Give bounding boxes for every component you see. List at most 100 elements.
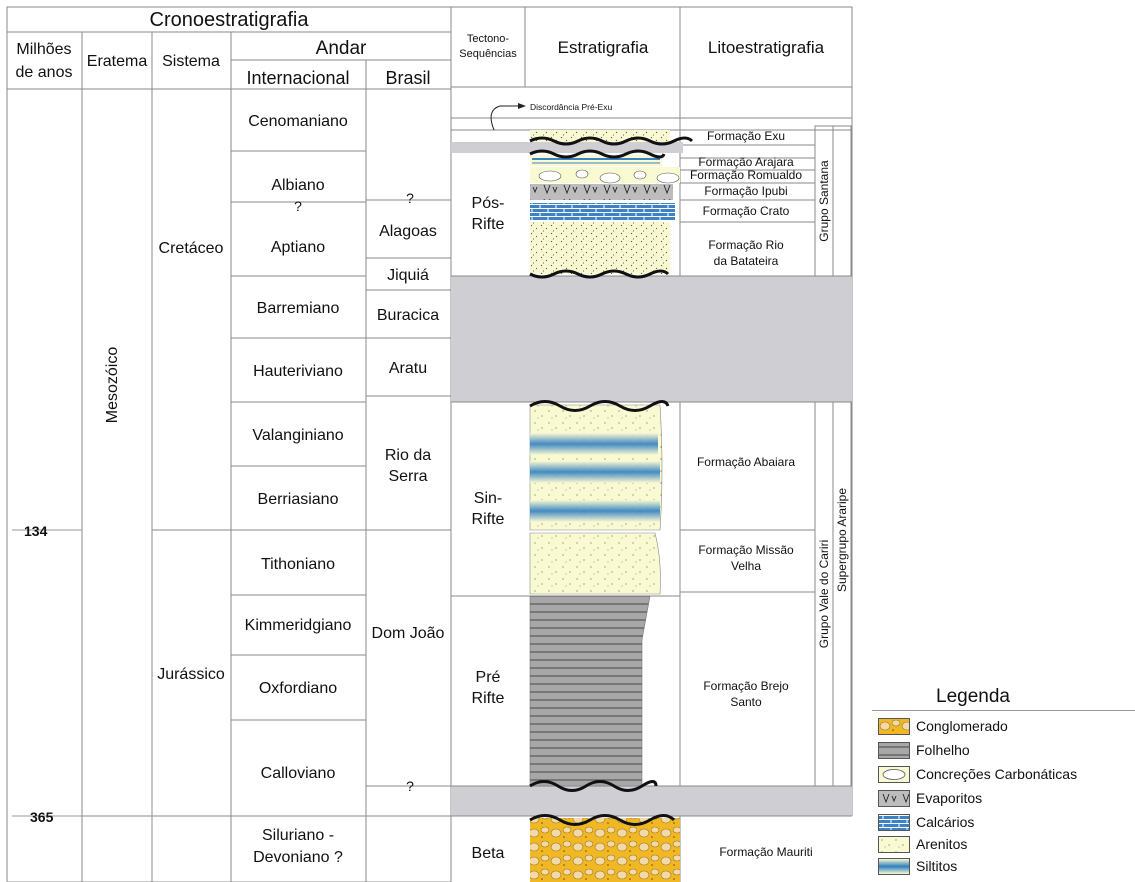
stage-hauteriviano: Hauteriviano — [253, 363, 343, 380]
eratema-mesozoico: Mesozóico — [104, 347, 121, 424]
brasil-rio-da: Rio da — [385, 447, 431, 464]
header-de-anos: de anos — [16, 64, 73, 81]
legend-item-arenitos: Arenitos — [878, 835, 968, 853]
formacao-rio-batateira-2: da Batateira — [714, 254, 779, 268]
grupo-vale-do-cariri: Grupo Vale do Cariri — [817, 540, 831, 649]
hiatus-band — [451, 786, 852, 816]
formacao-exu: Formação Exu — [707, 129, 785, 143]
stage-calloviano: Calloviano — [261, 765, 336, 782]
formacao-arajara: Formação Arajara — [698, 155, 794, 169]
stage-cenomaniano: Cenomaniano — [248, 113, 348, 130]
header-internacional: Internacional — [246, 68, 349, 88]
tectono-pre-rifte-2: Rifte — [472, 690, 505, 707]
question-mark: ? — [406, 778, 414, 794]
formacao-mauriti: Formação Mauriti — [719, 845, 812, 859]
tectono-pre-rifte: Pré — [476, 669, 501, 686]
legend-item-folhelho: Folhelho — [878, 741, 970, 759]
brasil-alagoas: Alagoas — [379, 223, 437, 240]
legend-label: Conglomerado — [916, 718, 1008, 734]
stage-aptiano: Aptiano — [271, 239, 325, 256]
hiatus-band — [451, 142, 683, 153]
formacao-rio-batateira: Formação Rio — [708, 238, 784, 252]
tectono-pos-rifte-2: Rifte — [472, 216, 505, 233]
stratigraphic-column — [490, 103, 694, 882]
header-cronoestratigrafia: Cronoestratigrafia — [150, 9, 310, 31]
discordancia-label: Discordância Pré-Exu — [530, 102, 612, 112]
header-andar: Andar — [316, 38, 367, 59]
formacao-brejo-santo-2: Santo — [730, 695, 762, 709]
batateira-layer — [530, 222, 670, 274]
concretion-swatch-icon — [878, 765, 910, 783]
supergrupo-araripe: Supergrupo Araripe — [835, 488, 849, 592]
brasil-buracica: Buracica — [377, 307, 439, 324]
legend-item-evaporitos: Evaporitos — [878, 789, 983, 807]
formacao-missao-velha: Formação Missão — [698, 543, 794, 557]
conglomerate-swatch-icon — [878, 717, 910, 735]
ipubi-layer — [530, 184, 673, 200]
hiatus-band — [451, 276, 852, 402]
formacao-crato: Formação Crato — [703, 204, 790, 218]
stage-oxfordiano: Oxfordiano — [259, 680, 337, 697]
header-tectono: Tectono- — [467, 33, 510, 45]
tectono-pos-rifte: Pós- — [472, 195, 505, 212]
stage-albiano: Albiano — [271, 177, 324, 194]
legend-label: Siltitos — [916, 858, 958, 874]
stage-berriasiano: Berriasiano — [258, 491, 339, 508]
legend-divider — [872, 710, 1135, 711]
stage-siluriano: Siluriano - — [262, 827, 334, 844]
stage-valanginiano: Valanginiano — [252, 427, 343, 444]
sandstone-swatch-icon — [878, 835, 910, 853]
mauriti-layer — [530, 818, 680, 882]
formacao-missao-velha-2: Velha — [731, 559, 761, 573]
missao-velha-layer — [529, 532, 661, 595]
formacao-ipubi: Formação Ipubi — [704, 184, 787, 198]
sistema-cretaceo: Cretáceo — [159, 240, 224, 257]
stage-devoniano: Devoniano ? — [253, 849, 343, 866]
brasil-dom-joao: Dom João — [372, 625, 445, 642]
stage-tithoniano: Tithoniano — [261, 556, 335, 573]
legend-label: Evaporitos — [916, 790, 983, 806]
arajara-layer — [530, 155, 662, 166]
legend-title: Legenda — [936, 686, 1010, 707]
age-134: 134 — [24, 523, 48, 539]
legend-label: Calcários — [916, 814, 975, 830]
header-milhoes: Milhões — [16, 41, 71, 58]
legend-item-conglomerado: Conglomerado — [878, 717, 1008, 735]
brasil-serra: Serra — [388, 468, 427, 485]
stage-barremiano: Barremiano — [257, 300, 340, 317]
crato-layer — [530, 203, 675, 221]
shale-swatch-icon — [878, 741, 910, 759]
header-litoestratigrafia: Litoestratigrafia — [708, 38, 825, 57]
header-sistema: Sistema — [162, 53, 220, 70]
formacao-romualdo: Formação Romualdo — [690, 168, 802, 182]
limestone-swatch-icon — [878, 813, 910, 831]
stage-kimmeridgiano: Kimmeridgiano — [245, 617, 352, 634]
tectono-sin-rifte-2: Rifte — [472, 511, 505, 528]
legend-label: Concreções Carbonáticas — [916, 766, 1078, 782]
tectono-sin-rifte: Sin- — [474, 490, 502, 507]
formacao-abaiara: Formação Abaiara — [697, 455, 795, 469]
brejo-santo-layer — [529, 595, 651, 787]
legend-item-concrecoes: Concreções Carbonáticas — [878, 765, 1078, 783]
brasil-aratu: Aratu — [389, 360, 427, 377]
legend-item-siltitos: Siltitos — [878, 857, 958, 875]
question-mark: ? — [406, 190, 414, 206]
grupo-santana: Grupo Santana — [817, 160, 831, 242]
header-eratema: Eratema — [87, 53, 148, 70]
formacao-brejo-santo: Formação Brejo — [703, 679, 789, 693]
brasil-jiquia: Jiquiá — [387, 267, 429, 284]
legend-item-calcarios: Calcários — [878, 813, 975, 831]
legend: Legenda Conglomerado Folhelho Concreções… — [872, 680, 1135, 882]
legend-label: Folhelho — [916, 742, 970, 758]
siltstone-swatch-icon — [878, 857, 910, 875]
age-365: 365 — [30, 809, 54, 825]
legend-label: Arenitos — [916, 836, 968, 852]
header-brasil: Brasil — [385, 68, 430, 88]
tectono-beta: Beta — [472, 845, 505, 862]
header-sequencias: Sequências — [459, 48, 517, 60]
question-mark: ? — [294, 198, 302, 214]
sistema-jurassico: Jurássico — [157, 666, 225, 683]
evaporite-swatch-icon — [878, 789, 910, 807]
header-estratigrafia: Estratigrafia — [558, 38, 649, 57]
